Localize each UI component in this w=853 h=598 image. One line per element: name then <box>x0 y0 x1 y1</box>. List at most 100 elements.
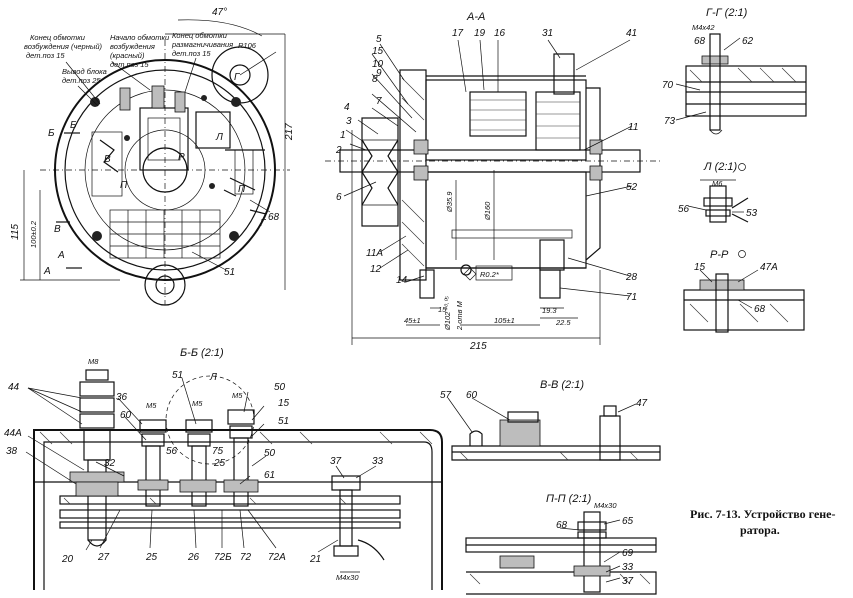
letter-ll: Л <box>209 372 217 383</box>
dim-225: 22.5 <box>555 318 571 327</box>
part-b-51: 51 <box>172 370 183 381</box>
part-12: 12 <box>370 264 382 275</box>
section-aa <box>325 39 660 345</box>
part-b-56: 56 <box>166 446 178 457</box>
dim-100: 100±0.2 <box>29 220 38 248</box>
part-11: 11 <box>628 122 638 133</box>
part-7: 7 <box>376 96 382 107</box>
ventilation-grid <box>109 209 221 259</box>
caption-line-1: Рис. 7-13. Устройство гене- <box>690 507 836 521</box>
letter-l-top: Л <box>215 132 223 143</box>
section-pp-labels: П-П (2:1) М4х30 68 65 69 33 37 <box>546 493 634 587</box>
section-rr-labels: Р-Р 15 47А 68 <box>694 249 778 315</box>
part-14: 14 <box>396 275 408 286</box>
part-41: 41 <box>626 28 637 39</box>
part-v-57: 57 <box>440 390 452 401</box>
dim-15: 15 <box>438 305 447 314</box>
part-b-20: 20 <box>61 554 74 565</box>
letter-a-top: А <box>57 250 65 261</box>
part-b-27: 27 <box>97 552 110 563</box>
section-title-vv: В-В (2:1) <box>540 379 584 391</box>
section-vv-labels: В-В (2:1) 57 60 47 <box>440 379 648 409</box>
note-demag-end-3: дет.поз 15 <box>172 49 211 58</box>
dim-m4x42: М4х42 <box>692 23 715 32</box>
part-l-53: 53 <box>746 208 758 219</box>
part-b-72a: 72А <box>268 552 286 563</box>
section-title-aa: А-А <box>466 11 485 23</box>
dim-115: 115 <box>10 224 21 240</box>
part-3: 3 <box>346 116 352 127</box>
view-l <box>687 163 749 223</box>
part-28: 28 <box>625 272 638 283</box>
dim-dia-160: Ø160 <box>483 201 492 221</box>
part-1: 1 <box>340 130 346 141</box>
part-gg-68: 68 <box>694 36 706 47</box>
section-gg-labels: Г-Г (2:1) М4х42 68 62 70 73 <box>662 7 754 127</box>
section-rr <box>683 250 805 333</box>
dim-dia-359: Ø35.9 <box>445 191 454 213</box>
part-5: 5 <box>376 34 382 45</box>
part-10: 10 <box>372 59 384 70</box>
part-b-75: 75 <box>212 446 224 457</box>
part-p-37: 37 <box>622 576 634 587</box>
part-71: 71 <box>626 292 637 303</box>
letter-r1: Р <box>178 152 185 163</box>
part-v-47: 47 <box>636 398 648 409</box>
section-title-l: Л (2:1) <box>703 161 738 173</box>
part-l-56: 56 <box>678 204 690 215</box>
note-block-out-2: дет.поз 25 <box>62 76 101 85</box>
letter-b-top: Б <box>70 120 77 131</box>
part-b-50b: 50 <box>264 448 276 459</box>
part-15: 15 <box>372 46 384 57</box>
dim-105: 105±1 <box>494 316 515 325</box>
letter-v1: В <box>54 224 61 235</box>
part-p-68: 68 <box>556 520 568 531</box>
section-bb-labels: Б-Б (2:1) М8 М5 М5 М5 М4х30 44 44А 38 32… <box>4 347 384 582</box>
section-gg <box>675 33 807 135</box>
letter-p2: П <box>238 184 246 195</box>
part-31: 31 <box>542 28 553 39</box>
part-b-44a: 44А <box>4 428 22 439</box>
part-b-37: 37 <box>330 456 342 467</box>
part-b-21: 21 <box>309 554 321 565</box>
dim-dia-102: Ø102⁺⁰·⁰⁵ <box>443 296 452 331</box>
part-gg-73: 73 <box>664 116 676 127</box>
part-6: 6 <box>336 192 342 203</box>
note-field-end-black-2: возбуждения (черный) <box>24 42 103 51</box>
letter-v2: В <box>104 154 111 165</box>
section-pp <box>465 511 657 595</box>
part-b-51b: 51 <box>278 416 289 427</box>
dim-m5a: М5 <box>146 401 157 410</box>
section-vv <box>447 397 661 461</box>
front-view <box>20 19 290 306</box>
section-title-gg: Г-Г (2:1) <box>706 7 748 19</box>
dim-193: 19.3 <box>542 306 557 315</box>
letter-g2: Г <box>234 72 241 83</box>
part-4: 4 <box>344 102 350 113</box>
dim-r02: R0.2* <box>480 270 500 279</box>
front-view-labels: Конец обмотки возбуждения (черный) дет.п… <box>10 7 295 278</box>
letter-g1: Г <box>260 218 267 229</box>
dim-45: 45±1 <box>404 316 421 325</box>
part-16: 16 <box>494 28 506 39</box>
section-bb <box>25 369 443 590</box>
part-b-72b: 72Б <box>214 552 232 563</box>
dim-holes: 2 отв М <box>455 300 464 331</box>
dim-r106: R106 <box>238 41 257 50</box>
part-b-26: 26 <box>187 552 200 563</box>
part-b-44: 44 <box>8 382 20 393</box>
part-gg-70: 70 <box>662 80 674 91</box>
part-9: 9 <box>376 68 382 79</box>
part-r-15: 15 <box>694 262 706 273</box>
note-field-end-black-1: Конец обмотки <box>30 33 86 42</box>
part-17: 17 <box>452 28 464 39</box>
part-b-50a: 50 <box>274 382 286 393</box>
section-aa-labels: А-А 5 15 10 8 7 4 3 1 2 9 6 11А 12 14 17… <box>335 11 638 352</box>
caption-line-2: ратора. <box>740 523 780 537</box>
part-b-25top: 25 <box>213 458 226 469</box>
section-title-bb: Б-Б (2:1) <box>180 347 224 359</box>
dim-m5c: М5 <box>232 391 243 400</box>
part-b-60: 60 <box>120 410 132 421</box>
part-51-front: 51 <box>224 267 235 278</box>
part-2: 2 <box>335 145 342 156</box>
